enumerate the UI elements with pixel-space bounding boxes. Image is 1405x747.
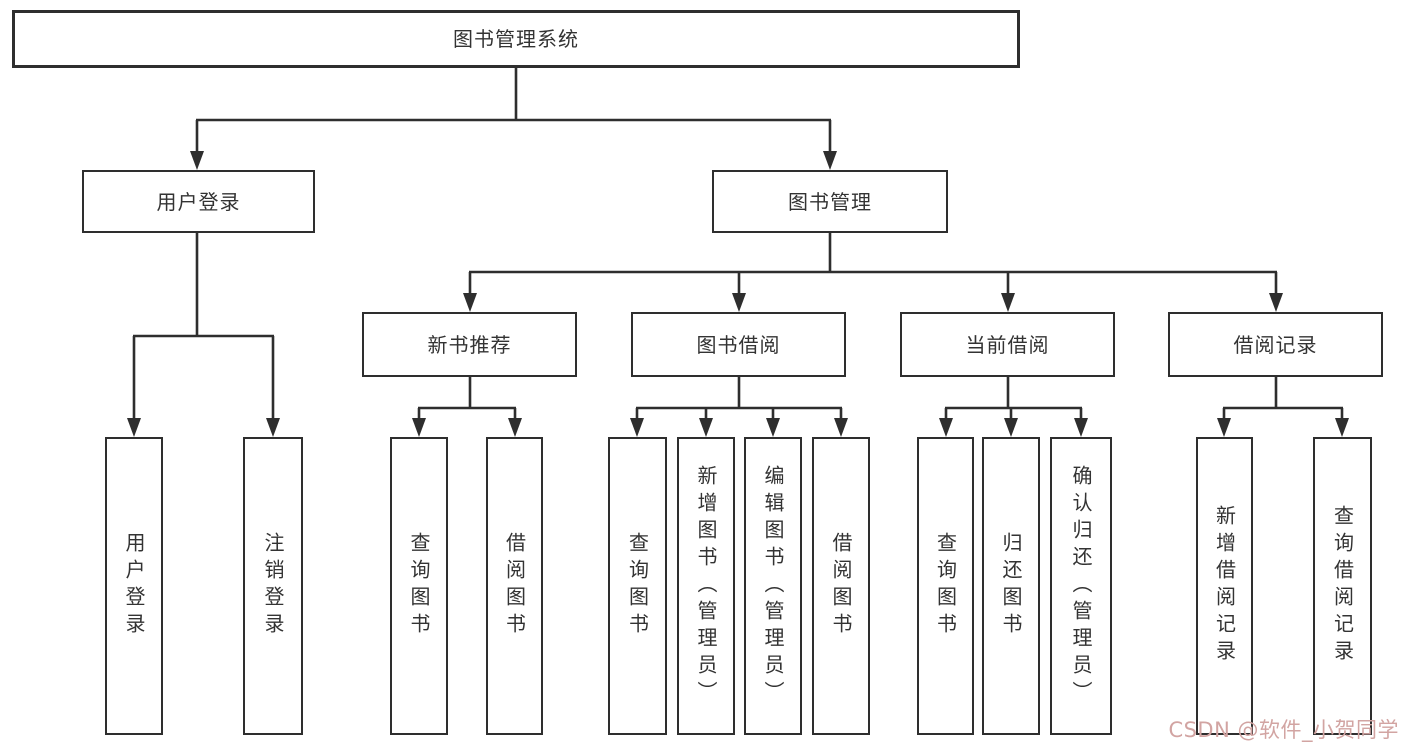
leaf-logout: 注销登录 bbox=[243, 437, 303, 735]
leaf-borrow-add-book-admin-label: 新增图书（管理员） bbox=[694, 464, 718, 708]
arrow-down-icons bbox=[127, 151, 1349, 437]
leaf-current-query-book: 查询图书 bbox=[917, 437, 974, 735]
leaf-borrow-query-book: 查询图书 bbox=[608, 437, 667, 735]
leaf-borrow-edit-book-admin-label: 编辑图书（管理员） bbox=[761, 464, 785, 708]
leaf-record-add-record: 新增借阅记录 bbox=[1196, 437, 1253, 735]
node-root: 图书管理系统 bbox=[12, 10, 1020, 68]
node-borrowing-records-label: 借阅记录 bbox=[1233, 332, 1318, 357]
node-book-management: 图书管理 bbox=[712, 170, 948, 233]
leaf-record-query-record: 查询借阅记录 bbox=[1313, 437, 1372, 735]
node-book-management-label: 图书管理 bbox=[788, 189, 872, 214]
leaf-current-confirm-return-admin-label: 确认归还（管理员） bbox=[1069, 464, 1093, 708]
leaf-newbook-query-book-label: 查询图书 bbox=[407, 532, 431, 640]
csdn-watermark: CSDN @软件_小贺同学 bbox=[1168, 718, 1399, 742]
leaf-current-confirm-return-admin: 确认归还（管理员） bbox=[1050, 437, 1112, 735]
leaf-borrow-query-book-label: 查询图书 bbox=[625, 532, 650, 640]
leaf-user-login: 用户登录 bbox=[105, 437, 163, 735]
leaf-current-return-book: 归还图书 bbox=[982, 437, 1040, 735]
leaf-newbook-borrow-book-label: 借阅图书 bbox=[502, 532, 527, 640]
node-user-login-label: 用户登录 bbox=[156, 189, 241, 214]
node-new-book-recommend: 新书推荐 bbox=[362, 312, 577, 377]
node-current-borrowing-label: 当前借阅 bbox=[965, 332, 1050, 357]
leaf-user-login-label: 用户登录 bbox=[122, 532, 146, 640]
leaf-borrow-edit-book-admin: 编辑图书（管理员） bbox=[744, 437, 802, 735]
node-book-borrowing-label: 图书借阅 bbox=[696, 332, 781, 357]
leaf-record-query-record-label: 查询借阅记录 bbox=[1330, 505, 1355, 667]
leaf-borrow-borrow-book: 借阅图书 bbox=[812, 437, 870, 735]
leaf-newbook-query-book: 查询图书 bbox=[390, 437, 448, 735]
leaf-newbook-borrow-book: 借阅图书 bbox=[486, 437, 543, 735]
node-root-label: 图书管理系统 bbox=[453, 27, 579, 51]
leaf-logout-label: 注销登录 bbox=[261, 532, 285, 640]
node-borrowing-records: 借阅记录 bbox=[1168, 312, 1383, 377]
node-book-borrowing: 图书借阅 bbox=[631, 312, 846, 377]
leaf-current-query-book-label: 查询图书 bbox=[933, 532, 958, 640]
leaf-record-add-record-label: 新增借阅记录 bbox=[1212, 505, 1237, 667]
leaf-borrow-borrow-book-label: 借阅图书 bbox=[829, 532, 853, 640]
node-user-login: 用户登录 bbox=[82, 170, 315, 233]
leaf-current-return-book-label: 归还图书 bbox=[999, 532, 1023, 640]
node-current-borrowing: 当前借阅 bbox=[900, 312, 1115, 377]
leaf-borrow-add-book-admin: 新增图书（管理员） bbox=[677, 437, 735, 735]
node-new-book-recommend-label: 新书推荐 bbox=[427, 332, 512, 357]
